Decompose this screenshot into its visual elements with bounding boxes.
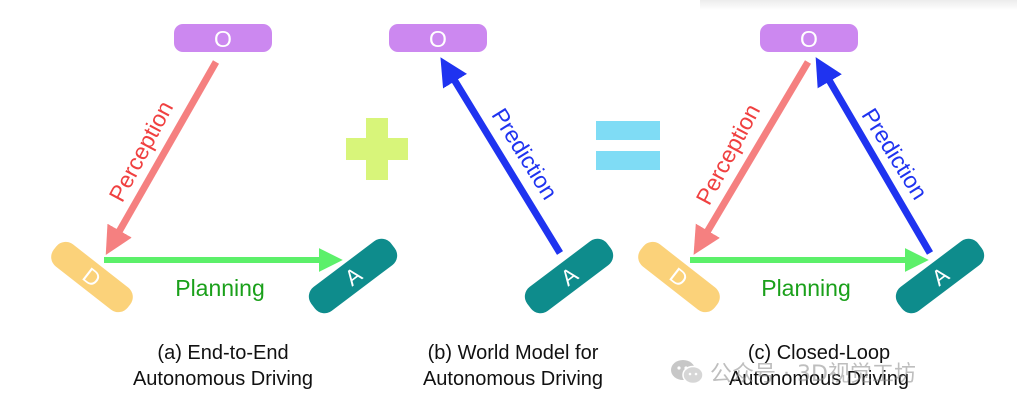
observation-label: O	[800, 26, 818, 52]
observation-node: O	[389, 24, 487, 52]
planning-label: Planning	[175, 275, 265, 301]
watermark: 公众号 · 3D视觉工坊	[670, 358, 916, 387]
panel-b: O A Prediction	[389, 24, 614, 314]
driving-node: D	[51, 241, 133, 313]
action-node: A	[524, 238, 614, 314]
plus-sign	[346, 118, 408, 180]
caption-b: (b) World Model for Autonomous Driving	[398, 340, 628, 392]
caption-b-line2: Autonomous Driving	[422, 368, 604, 390]
caption-c-line2: Autonomous Driving	[728, 368, 910, 390]
observation-node: O	[760, 24, 858, 52]
perception-arrow	[693, 60, 812, 255]
prediction-arrow	[815, 57, 934, 255]
caption-a-line1: (a) End-to-End	[157, 342, 289, 364]
observation-label: O	[429, 26, 447, 52]
caption-c-line1: (c) Closed-Loop	[747, 342, 891, 364]
observation-node: O	[174, 24, 272, 52]
caption-a: (a) End-to-End Autonomous Driving	[108, 340, 338, 392]
caption-c: (c) Closed-Loop Autonomous Driving	[704, 340, 934, 392]
equals-sign	[596, 121, 660, 170]
observation-label: O	[214, 26, 232, 52]
top-shadow	[700, 0, 1017, 10]
action-node: A	[308, 238, 398, 314]
perception-arrow	[105, 60, 220, 255]
caption-b-line1: (b) World Model for	[427, 342, 599, 364]
wechat-icon	[671, 360, 704, 385]
prediction-arrow	[440, 57, 563, 255]
panel-c: O D A Perception Prediction Planning	[638, 24, 985, 314]
action-node: A	[895, 238, 985, 314]
caption-a-line2: Autonomous Driving	[132, 368, 314, 390]
driving-node: D	[638, 241, 720, 313]
panel-a: O D A Perception Planning	[51, 24, 398, 314]
planning-label: Planning	[761, 275, 851, 301]
watermark-text: 公众号 · 3D视觉工坊	[710, 362, 916, 387]
